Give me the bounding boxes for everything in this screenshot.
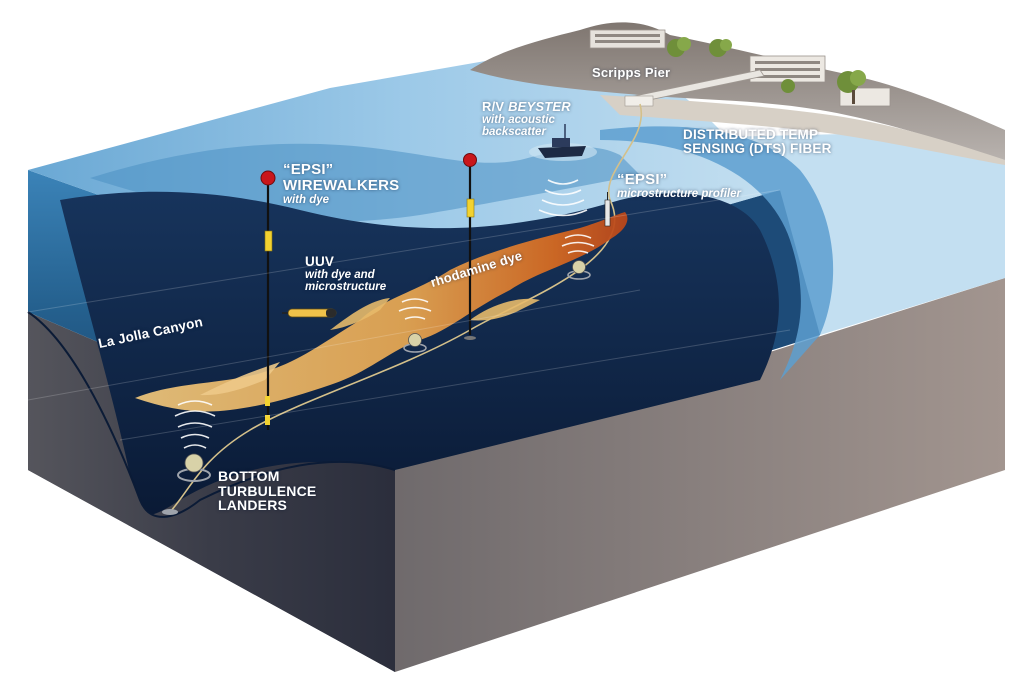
dye-filament [330,298,390,330]
canyon-interior [60,191,779,515]
perspective-gridlines [27,189,791,441]
acoustic-wave-icon [561,234,595,254]
landers-1: BOTTOM [218,468,280,484]
research-vessel-icon [529,124,597,161]
rv-name: BEYSTER [508,99,571,114]
rv-beyster-label: R/V BEYSTER with acoustic backscatter [482,100,571,138]
tree-icon [709,39,732,57]
acoustic-wave-icon [398,298,432,320]
epsi-profiler-sub: microstructure profiler [617,187,741,200]
landers-2: TURBULENCE [218,482,317,499]
coastal-bluff [470,22,1005,161]
acoustic-wave-icon [174,400,216,449]
rv-sub-1: with acoustic [482,113,555,126]
landers-3: LANDERS [218,497,288,514]
uuv-icon [282,308,337,318]
uuv-title: UUV [305,254,335,269]
tree-icon [667,37,691,57]
bottom-lander-icon [567,260,591,280]
wirewalker-buoy-icon [260,170,276,430]
epsi-profiler-1: “EPSI” [617,171,668,188]
building-icon [749,55,826,83]
rv-sub-2: backscatter [482,125,546,138]
wirewalker-buoy-icon [463,153,477,340]
epsi-wirewalkers-2: WIREWALKERS [283,176,400,194]
epsi-wirewalkers-1: “EPSI” [283,161,334,178]
dts-fiber-label: DISTRIBUTED TEMP SENSING (DTS) FIBER [683,127,832,157]
rv-beyster-title: R/V BEYSTER [482,100,571,114]
bottom-landers-label: BOTTOM TURBULENCE LANDERS [218,469,316,513]
dts-line-2: SENSING (DTS) FIBER [683,141,832,157]
beach [600,95,1005,165]
epsi-wirewalkers-sub: with dye [283,193,330,206]
building-icon [589,29,666,49]
uuv-sub-2: microstructure [305,281,387,294]
epsi-wirewalkers-label: “EPSI” WIREWALKERS with dye [283,162,399,206]
tree-icon [781,79,795,93]
epsi-profiler-label: “EPSI” microstructure profiler [617,172,741,200]
bottom-lander-icon [177,453,211,482]
rv-prefix: R/V [482,99,509,114]
scripps-pier-label: Scripps Pier [592,65,671,80]
scripps-pier [624,69,765,107]
canyon-floor-edge [27,311,396,518]
canyon-rim [600,126,834,380]
dye-filament [470,298,540,321]
seabed-right-face [395,278,1005,672]
bottom-lander-icon [403,333,427,353]
profiler-icon [604,192,611,227]
bottom-lander-icon [162,509,178,515]
uuv-sub-1: with dye and [305,269,375,282]
tree-icon [837,70,866,104]
rhodamine-dye-plume [135,212,628,412]
canyon-cross-section [28,312,395,672]
dye-filament [200,362,280,396]
acoustic-wave-icon [538,179,588,217]
uuv-label: UUV with dye and microstructure [305,254,387,294]
dts-line-1: DISTRIBUTED TEMP [683,127,819,142]
